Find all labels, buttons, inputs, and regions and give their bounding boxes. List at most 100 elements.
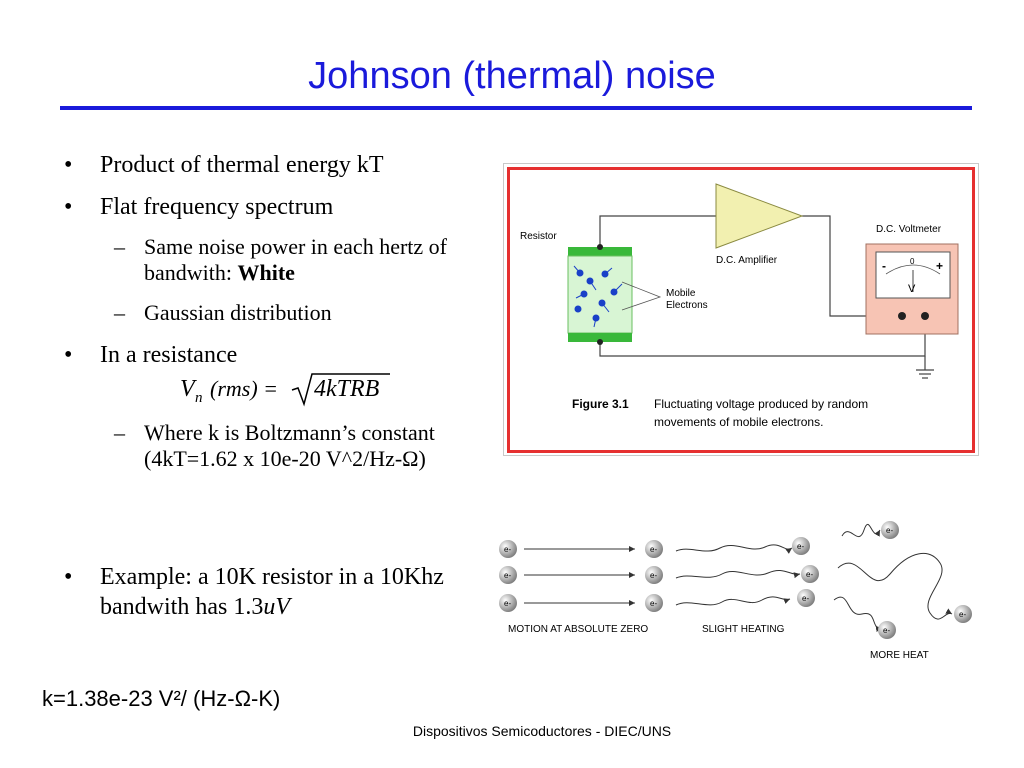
label-absolute-zero: MOTION AT ABSOLUTE ZERO (508, 624, 648, 635)
title-underline (60, 106, 972, 110)
circuit-diagram: Resistor Mobile Electrons (520, 183, 959, 429)
bullet-text: In a resistance (100, 342, 238, 368)
figure-voltage-circuit: Resistor Mobile Electrons (503, 163, 979, 456)
resistor-terminal (597, 339, 603, 345)
electron-symbol: e- (886, 526, 893, 535)
label-more-heat: MORE HEAT (870, 650, 929, 661)
amplifier-label: D.C. Amplifier (716, 255, 778, 266)
bullet-text: Example: a 10K resistor in a 10Khz bandw… (100, 562, 470, 622)
meter-minus: - (882, 259, 886, 273)
electron-ball (645, 566, 663, 584)
electron-path (573, 265, 581, 274)
sqrt-sign (291, 373, 390, 407)
dash-glyph: – (114, 234, 125, 259)
sub-bullet-text: Gaussian distribution (144, 300, 332, 325)
footer: Dispositivos Semicoductores - DIEC/UNS (412, 723, 672, 739)
dash-glyph: – (114, 420, 125, 445)
bullet-glyph: • (64, 152, 73, 178)
meter-terminal (921, 312, 929, 320)
electron-path (593, 317, 597, 328)
bullet-text: Flat frequency spectrum (100, 194, 334, 220)
more-heat-group: e- e- e- MORE HEAT (833, 521, 972, 661)
electron-path (604, 267, 613, 275)
resistor-bottom-contact (568, 333, 632, 342)
electron-symbol: e- (959, 610, 966, 619)
electron-symbol: e- (504, 599, 511, 608)
electron-dot (574, 305, 582, 313)
electron-symbol: e- (806, 570, 813, 579)
formula-sub: n (195, 390, 203, 406)
electron-symbol: e- (883, 626, 890, 635)
electron-ball (499, 540, 517, 558)
electron-path (589, 280, 597, 291)
bullet-glyph: • (64, 564, 73, 590)
formula-lhs: (rms) = (210, 376, 278, 401)
noise-formula: V n (rms) = 4kTRB (180, 372, 400, 415)
meter-zero: 0 (910, 257, 915, 266)
sub-bullet-text-bold: White (237, 260, 295, 285)
boltzmann-constant: k=1.38e-23 V²/ (Hz-Ω-K) (42, 686, 281, 711)
sub-bullet-text: Same noise power in each hertz of bandwi… (144, 234, 464, 286)
voltmeter-label: D.C. Voltmeter (876, 224, 942, 235)
electron-ball (801, 565, 819, 583)
example-unit: uV (263, 594, 290, 620)
caption-line2: movements of mobile electrons. (654, 415, 823, 429)
electron-ball (954, 605, 972, 623)
electron-symbol: e- (650, 599, 657, 608)
meter-plus: + (936, 259, 943, 273)
electron-ball (797, 589, 815, 607)
electrons-label-line1: Mobile (666, 288, 696, 299)
electron-ball (645, 540, 663, 558)
example-text: Example: a 10K resistor in a 10Khz bandw… (100, 564, 444, 620)
meter-terminal (898, 312, 906, 320)
slide-title: Johnson (thermal) noise (308, 55, 716, 97)
caption-label: Figure 3.1 (572, 397, 629, 411)
formula-v: V (180, 376, 197, 402)
bullet-glyph: • (64, 194, 73, 220)
formula-rhs: 4kTRB (314, 376, 380, 402)
resistor-terminal (597, 244, 603, 250)
electrons-label-line2: Electrons (666, 300, 708, 311)
tangled-path (833, 596, 883, 632)
slight-heating-group: e- e- e- SLIGHT HEATING (675, 537, 819, 635)
electron-symbol: e- (802, 594, 809, 603)
wavy-path (675, 569, 801, 579)
electron-ball (878, 621, 896, 639)
figure-red-frame: Resistor Mobile Electrons (507, 167, 975, 453)
figure-electron-motion: e- e- e- e- e- e- MOTION AT ABSOLUTE ZER… (490, 518, 990, 668)
resistor-body (567, 255, 633, 334)
resistor-top-contact (568, 247, 632, 256)
tangled-path (841, 523, 881, 538)
wire-return (599, 316, 926, 357)
absolute-zero-group: e- e- e- e- e- e- MOTION AT ABSOLUTE ZER… (499, 540, 663, 635)
electron-symbol: e- (797, 542, 804, 551)
electron-path (613, 283, 623, 293)
electrons-pointer (621, 281, 662, 311)
dash-glyph: – (114, 300, 125, 325)
wire-resistor-to-amp (599, 215, 716, 247)
resistor-label: Resistor (520, 231, 557, 242)
dial-scale (885, 264, 941, 275)
bullet-glyph: • (64, 342, 73, 368)
electron-ball (645, 594, 663, 612)
wavy-path (675, 544, 793, 554)
electron-motion-diagram: e- e- e- e- e- e- MOTION AT ABSOLUTE ZER… (499, 521, 972, 661)
tangled-path (837, 553, 953, 620)
mobile-electrons (573, 265, 623, 328)
bullet-text: Product of thermal energy kT (100, 152, 384, 178)
meter-v: V (908, 283, 916, 295)
electron-symbol: e- (504, 571, 511, 580)
amplifier-triangle (715, 183, 804, 249)
label-slight-heating: SLIGHT HEATING (702, 624, 785, 635)
wavy-path (675, 596, 791, 606)
sub-bullet-text-main: Same noise power in each hertz of bandwi… (144, 234, 447, 285)
electron-path (575, 293, 585, 299)
caption-line1: Fluctuating voltage produced by random (654, 397, 868, 411)
electron-symbol: e- (650, 571, 657, 580)
formula-svg: V n (rms) = 4kTRB (180, 373, 390, 407)
electron-path (601, 302, 610, 313)
electron-symbol: e- (504, 545, 511, 554)
electron-ball (792, 537, 810, 555)
electron-ball (881, 521, 899, 539)
sub-bullet-text: Where k is Boltzmann’s constant (4kT=1.6… (144, 420, 435, 471)
